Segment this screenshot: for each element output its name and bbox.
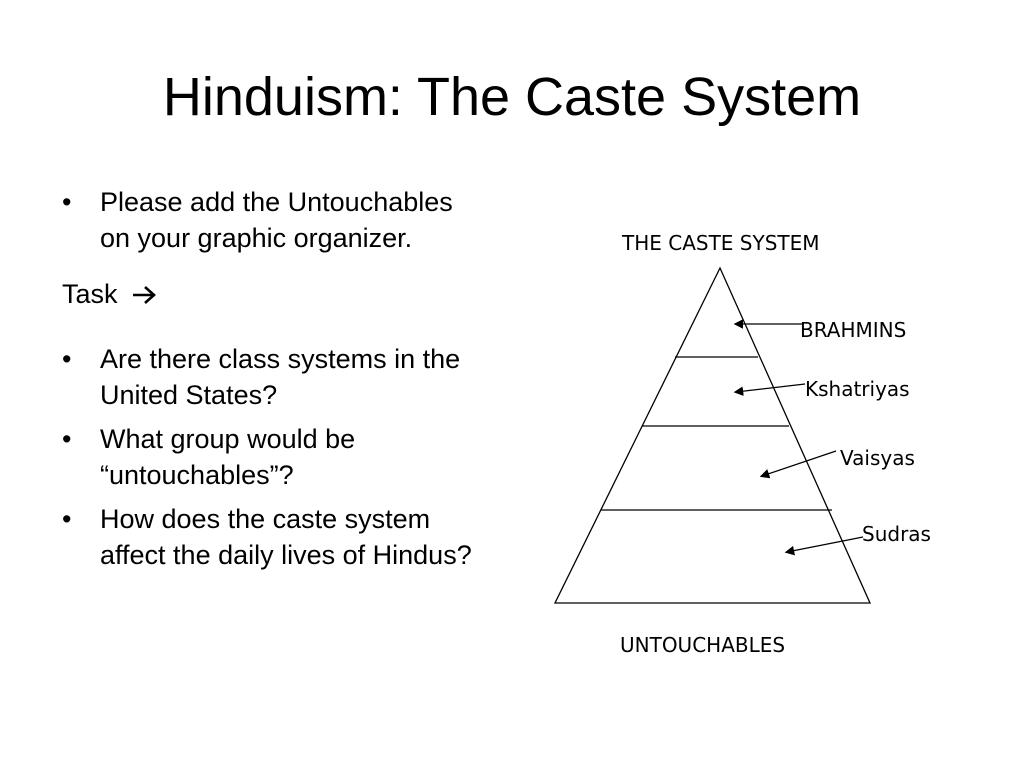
caste-pyramid-diagram: THE CASTE SYSTEM BRAHMINS Kshatriyas Vai… [540, 220, 980, 670]
level-label-vaisyas: Vaisyas [840, 446, 915, 470]
bullet-item-class-systems: • Are there class systems in the United … [62, 341, 482, 413]
sudras-arrow [784, 536, 864, 556]
slide-text-body: • Please add the Untouchables on your gr… [62, 184, 482, 573]
bullet-text: Are there class systems in the United St… [100, 343, 461, 410]
right-arrow-icon [131, 278, 157, 314]
bullet-text: What group would be “untouchables”? [100, 423, 356, 490]
level-label-sudras: Sudras [862, 522, 931, 546]
bullet-text: How does the caste system affect the dai… [100, 503, 472, 570]
bullet-glyph: • [62, 423, 72, 454]
pyramid-svg: THE CASTE SYSTEM BRAHMINS Kshatriyas Vai… [553, 231, 931, 657]
bullet-glyph: • [62, 187, 72, 217]
bullet-item-untouchables-group: • What group would be “untouchables”? [62, 421, 482, 493]
untouchables-label: UNTOUCHABLES [620, 633, 785, 657]
vaisyas-arrow [759, 450, 837, 479]
slide-title: Hinduism: The Caste System [162, 67, 862, 127]
bullet-item-add-untouchables: • Please add the Untouchables on your gr… [62, 184, 482, 256]
bullet-glyph: • [62, 343, 72, 374]
bullet-text: Please add the Untouchables on your grap… [100, 187, 453, 253]
task-label: Task [62, 279, 118, 309]
bullet-glyph: • [62, 503, 72, 534]
level-label-brahmins: BRAHMINS [800, 318, 906, 342]
pyramid-outline [553, 266, 872, 604]
task-heading: Task [62, 276, 482, 314]
level-label-kshatriyas: Kshatriyas [805, 377, 910, 401]
bullet-item-daily-lives: • How does the caste system affect the d… [62, 501, 482, 573]
diagram-title: THE CASTE SYSTEM [621, 231, 820, 255]
kshatriyas-arrow [733, 383, 806, 396]
